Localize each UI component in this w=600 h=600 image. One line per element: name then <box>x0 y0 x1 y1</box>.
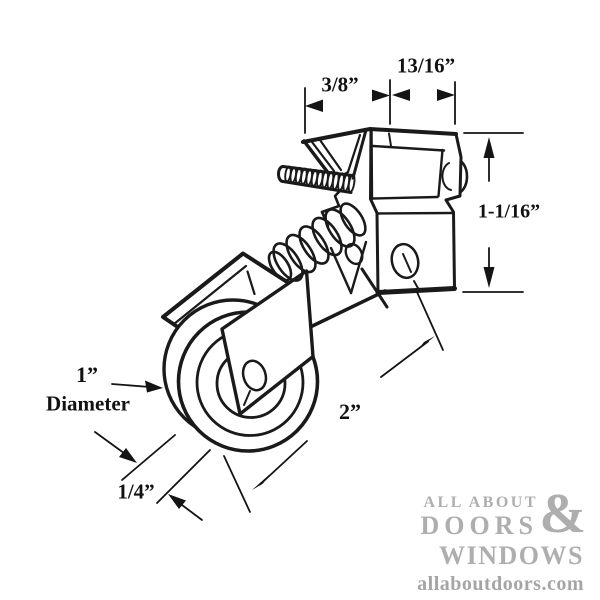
housing-top-edge <box>301 127 458 144</box>
watermark-top-block: ALL ABOUT DOORS & <box>417 483 586 545</box>
watermark-website: allaboutdoors.com <box>417 573 584 595</box>
bracket-front-plate <box>220 269 315 416</box>
dimension-arrowheads <box>119 89 495 509</box>
dimension-lines <box>94 79 524 521</box>
housing <box>301 127 469 295</box>
dimension-label-offset: 1/4” <box>117 479 155 504</box>
tick-line <box>121 434 176 481</box>
screw-threads <box>284 165 356 193</box>
dimension-label-diameter-value: 1” <box>76 362 98 387</box>
dimension-label-height: 1-1/16” <box>477 200 541 223</box>
watermark-logo: ALL ABOUT DOORS & WINDOWS allaboutdoors.… <box>417 483 586 595</box>
tick-line <box>156 449 211 504</box>
watermark-all-about: ALL ABOUT <box>423 494 538 511</box>
axle-hole <box>241 359 268 392</box>
dimension-label-length: 2” <box>339 399 361 424</box>
housing-body <box>369 127 463 294</box>
tick-line <box>223 455 251 513</box>
dimension-label-diameter-word: Diameter <box>46 391 130 416</box>
tension-spring <box>267 202 367 282</box>
threaded-shaft <box>277 165 356 194</box>
dimension-label-top-right: 13/16” <box>396 53 456 78</box>
watermark-doors: DOORS <box>420 511 538 540</box>
watermark-ampersand: & <box>539 483 586 545</box>
dimension-label-top-left: 3/8” <box>321 72 359 97</box>
tick-line <box>416 291 444 351</box>
watermark-windows: WINDOWS <box>439 541 584 570</box>
mounting-hole <box>390 242 420 291</box>
